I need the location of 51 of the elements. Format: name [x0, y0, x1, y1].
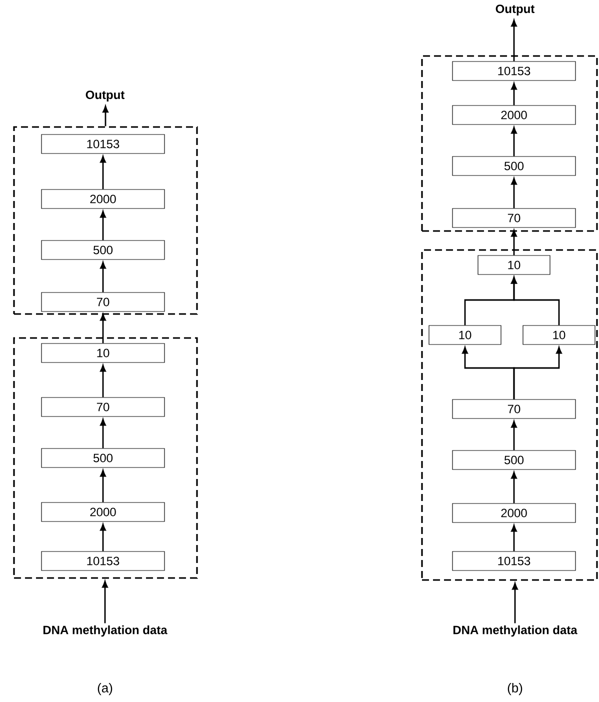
dashed-group-box — [421, 249, 598, 581]
arrow — [511, 472, 517, 504]
dashed-group-box — [13, 337, 198, 579]
layer-box: 2000 — [452, 105, 576, 125]
arrow — [511, 82, 517, 106]
layer-box: 70 — [452, 399, 576, 419]
arrow — [511, 20, 517, 62]
arrow — [511, 276, 560, 326]
arrow — [513, 346, 562, 400]
panel-label: (b) — [508, 682, 522, 696]
layer-box: 70 — [41, 397, 165, 417]
arrow — [102, 106, 108, 126]
layer-box: 10 — [41, 343, 165, 363]
io-label: DNA methylation data — [453, 625, 578, 637]
layer-box: 500 — [41, 240, 165, 260]
arrow — [100, 314, 106, 344]
io-label: DNA methylation data — [43, 625, 168, 637]
arrow — [100, 210, 106, 240]
io-label: Output — [496, 4, 534, 16]
arrow — [511, 178, 517, 208]
panel-label: (a) — [98, 682, 112, 696]
arrow — [100, 524, 106, 552]
layer-box: 10153 — [452, 61, 576, 81]
layer-box: 70 — [452, 208, 576, 228]
layer-box: 10153 — [41, 134, 165, 154]
arrow — [100, 470, 106, 502]
layer-box: 10153 — [452, 551, 576, 571]
arrow — [100, 262, 106, 292]
arrow — [512, 582, 518, 624]
io-label: Output — [86, 90, 124, 102]
dashed-group-box — [421, 55, 598, 232]
layer-box: 2000 — [41, 502, 165, 522]
arrow — [102, 580, 108, 624]
arrow — [511, 420, 517, 450]
layer-box: 500 — [41, 448, 165, 468]
layer-box: 10153 — [41, 551, 165, 571]
layer-box: 10 — [478, 255, 550, 275]
arrow — [100, 364, 106, 398]
layer-box: 10 — [428, 325, 502, 345]
layer-box: 2000 — [452, 503, 576, 523]
dashed-group-box — [13, 126, 198, 315]
layer-box: 500 — [452, 450, 576, 470]
layer-box: 2000 — [41, 189, 165, 209]
arrow — [511, 126, 517, 156]
arrow — [511, 230, 517, 256]
layer-box: 500 — [452, 156, 576, 176]
layer-box: 70 — [41, 292, 165, 312]
layer-box: 10 — [522, 325, 596, 345]
arrow — [511, 524, 517, 552]
arrow — [100, 156, 106, 190]
arrow — [100, 418, 106, 448]
